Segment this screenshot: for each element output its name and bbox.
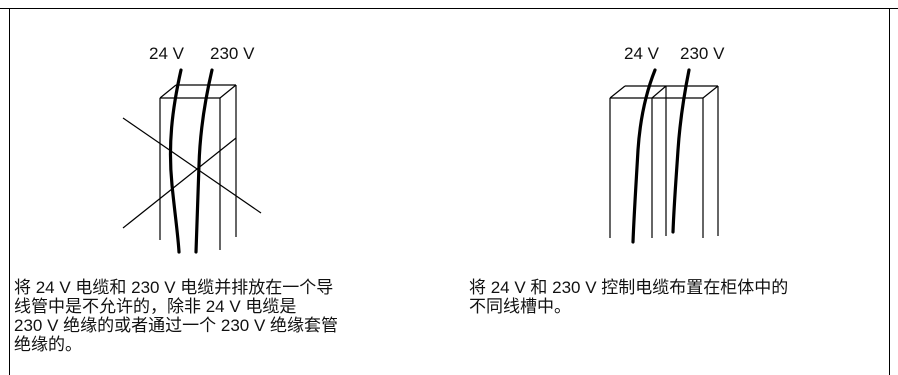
- left-label-24v: 24 V: [149, 44, 184, 63]
- right-cables: [631, 68, 691, 244]
- right-cable-230v: [671, 68, 691, 234]
- right-cable-24v: [631, 68, 657, 244]
- not-allowed-cross: [122, 117, 262, 229]
- frame-right-border: [889, 8, 890, 375]
- left-cables: [168, 68, 214, 254]
- left-cable-230v: [194, 68, 214, 254]
- right-caption: 将 24 V 和 230 V 控制电缆布置在柜体中的 不同线槽中。: [469, 278, 788, 316]
- right-conduit-top-right: [702, 85, 719, 99]
- cross-line-2: [122, 137, 237, 229]
- cross-line-1: [122, 117, 262, 214]
- left-caption-line: 将 24 V 电缆和 230 V 电缆并排放在一个导: [14, 278, 334, 297]
- left-caption-line: 线管中是不允许的，除非 24 V 电缆是: [14, 297, 297, 316]
- right-conduit-top-left: [609, 85, 626, 99]
- left-cable-24v: [168, 68, 183, 254]
- left-conduit-top-right: [219, 84, 237, 99]
- left-label-230v: 230 V: [210, 44, 255, 63]
- left-caption-line: 绝缘的。: [14, 335, 82, 354]
- left-caption: 将 24 V 电缆和 230 V 电缆并排放在一个导 线管中是不允许的，除非 2…: [14, 278, 338, 354]
- right-caption-line: 将 24 V 和 230 V 控制电缆布置在柜体中的: [469, 278, 789, 297]
- right-label-230v: 230 V: [680, 44, 725, 63]
- left-conduit: [159, 84, 237, 250]
- right-caption-line: 不同线槽中。: [469, 297, 571, 316]
- right-conduit-top-mid: [651, 85, 667, 99]
- frame-top-border: [0, 8, 898, 9]
- frame-left-border: [9, 8, 10, 375]
- right-conduits: [609, 85, 719, 238]
- left-conduit-top-left: [159, 84, 177, 99]
- right-label-24v: 24 V: [624, 44, 659, 63]
- left-caption-line: 230 V 绝缘的或者通过一个 230 V 绝缘套管: [14, 316, 339, 335]
